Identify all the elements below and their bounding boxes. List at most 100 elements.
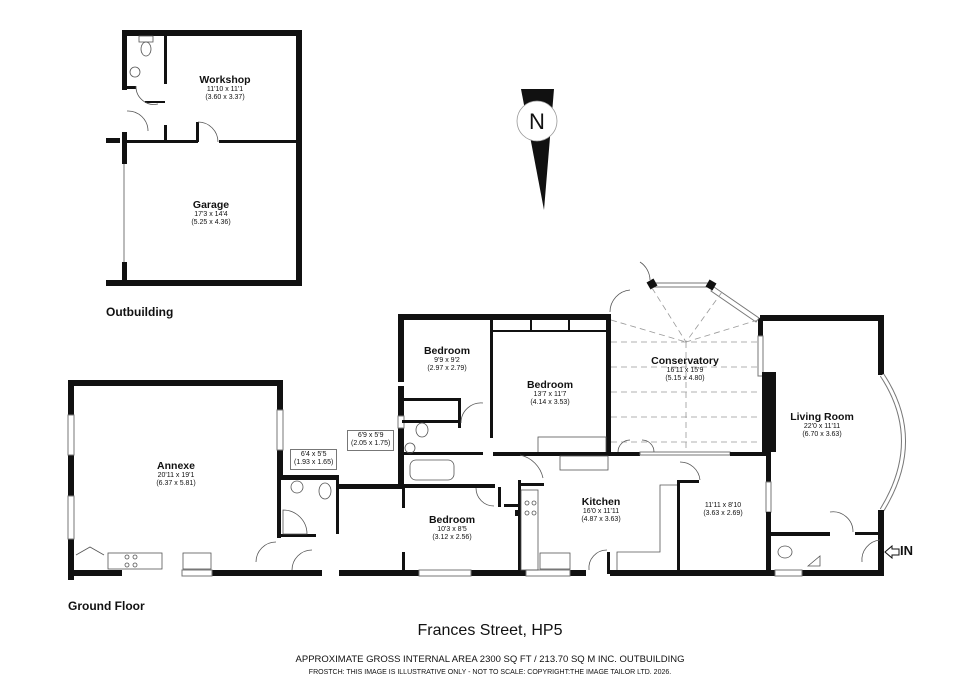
wall	[122, 132, 127, 164]
door-swing	[829, 511, 854, 533]
wall	[520, 483, 544, 486]
wall	[568, 318, 570, 332]
window	[525, 569, 571, 577]
window	[276, 409, 284, 451]
room-label-bedroom-2: Bedroom 13'7 x 11'7 (4.14 x 3.53)	[527, 379, 573, 407]
room-label-bathroom: 6'9 x 5'9 (2.05 x 1.75)	[347, 430, 395, 451]
door-swing	[861, 539, 881, 563]
worktop	[107, 552, 163, 570]
wall	[164, 34, 167, 84]
window	[67, 414, 75, 456]
room-label-kitchen: Kitchen 16'0 x 11'11 (4.87 x 3.63)	[581, 496, 620, 524]
wall	[515, 510, 521, 516]
room-label-annexe: Annexe 20'11 x 19'1 (6.37 x 5.81)	[156, 460, 195, 488]
room-dimensions-metric: (5.25 x 4.36)	[191, 219, 231, 227]
wall	[766, 532, 830, 536]
wall	[758, 318, 763, 336]
room-dimensions-metric: (3.12 x 2.56)	[432, 534, 472, 542]
room-dimensions-metric: (1.93 x 1.65)	[294, 459, 334, 467]
room-dimensions-imperial: 6'9 x 5'9	[357, 432, 384, 439]
door-swing	[475, 487, 495, 507]
roof-line	[651, 287, 687, 343]
section-title-outbuilding: Outbuilding	[106, 305, 174, 319]
wall	[277, 475, 339, 480]
wall	[471, 570, 526, 576]
wall	[68, 380, 283, 386]
door-swing	[291, 549, 313, 571]
wall	[855, 532, 881, 535]
ground-floor-plan	[67, 261, 906, 580]
wall	[677, 480, 680, 576]
hob-icon	[524, 500, 530, 506]
roof-line	[685, 291, 723, 343]
room-dimensions-metric: (3.60 x 3.37)	[205, 94, 245, 102]
outbuilding-plan	[106, 30, 302, 286]
wall	[610, 452, 640, 456]
room-dimensions-imperial: 17'3 x 14'4	[194, 211, 228, 219]
window	[67, 495, 75, 540]
room-name: Bedroom	[526, 379, 574, 391]
wall	[766, 452, 771, 482]
wall	[122, 30, 302, 36]
wall	[705, 279, 717, 291]
hob-icon	[531, 510, 537, 516]
room-label-bedroom-3: Bedroom 10'3 x 8'5 (3.12 x 2.56)	[429, 514, 475, 542]
bath-icon	[409, 459, 455, 481]
basin-icon	[404, 442, 416, 454]
room-dimensions-imperial: 20'11 x 19'1	[157, 472, 195, 480]
wall	[277, 380, 283, 410]
room-dimensions-imperial: 13'7 x 11'7	[533, 391, 567, 399]
room-name: Kitchen	[581, 496, 621, 508]
room-dimensions-metric: (4.14 x 3.53)	[530, 399, 570, 407]
wall	[277, 475, 281, 538]
wall	[402, 398, 460, 401]
window	[418, 569, 472, 577]
room-label-annexe-shower: 6'4 x 5'5 (1.93 x 1.65)	[290, 449, 338, 470]
room-dimensions-imperial: 10'3 x 8'5	[437, 526, 467, 534]
wall	[646, 278, 658, 290]
wall	[277, 450, 283, 480]
hob-icon	[124, 562, 130, 568]
window	[181, 569, 213, 577]
wall	[126, 140, 198, 143]
window	[765, 481, 772, 513]
wall	[122, 262, 127, 284]
basin-icon	[290, 480, 304, 494]
hob-icon	[132, 554, 138, 560]
wall	[730, 452, 770, 456]
wall	[122, 30, 127, 90]
roof-line	[685, 319, 759, 343]
room-dimensions-imperial: 16'11 x 15'9	[666, 367, 704, 375]
wall	[498, 487, 501, 507]
hob-icon	[132, 562, 138, 568]
toilet-icon	[777, 545, 793, 559]
wall	[878, 315, 884, 375]
wall	[802, 570, 884, 576]
wall	[878, 510, 884, 540]
cistern-icon	[138, 35, 154, 43]
gross-internal-area: APPROXIMATE GROSS INTERNAL AREA 2300 SQ …	[295, 654, 685, 665]
wall	[145, 101, 165, 103]
wall	[398, 428, 404, 488]
wall	[504, 504, 520, 507]
shower-icon	[282, 509, 308, 535]
room-label-conservatory: Conservatory 16'11 x 15'9 (5.15 x 4.80)	[651, 355, 719, 383]
wall	[610, 570, 775, 576]
door-swing	[609, 289, 631, 313]
north-arrow-icon: N	[516, 89, 558, 210]
room-dimensions-metric: (3.63 x 2.69)	[703, 510, 743, 518]
room-dimensions-imperial: 11'11 x 8'10	[704, 502, 742, 509]
hob-icon	[524, 510, 530, 516]
room-dimensions-imperial: 9'9 x 9'2	[434, 357, 460, 365]
entrance-arrow-icon	[884, 545, 900, 559]
wall	[766, 512, 771, 576]
kitchen-worktop	[520, 489, 539, 571]
wall	[518, 480, 521, 575]
wall	[402, 420, 460, 423]
wall	[212, 570, 322, 576]
wall	[402, 484, 495, 488]
room-name: Annexe	[157, 460, 195, 472]
wall	[398, 314, 608, 320]
wall	[458, 398, 461, 428]
french-doors	[617, 439, 655, 453]
